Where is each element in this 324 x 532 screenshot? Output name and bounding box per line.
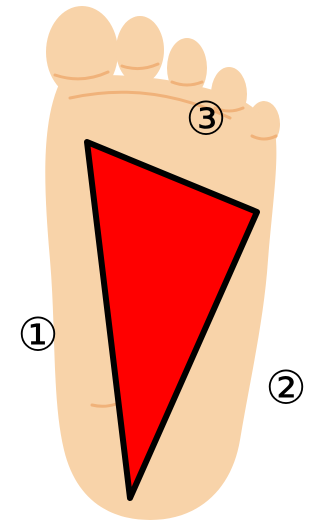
arch-label-1: ① (17, 308, 58, 362)
second-toe (116, 16, 164, 84)
arch-label-2: ② (265, 361, 306, 415)
arch-label-3: ③ (185, 92, 226, 146)
